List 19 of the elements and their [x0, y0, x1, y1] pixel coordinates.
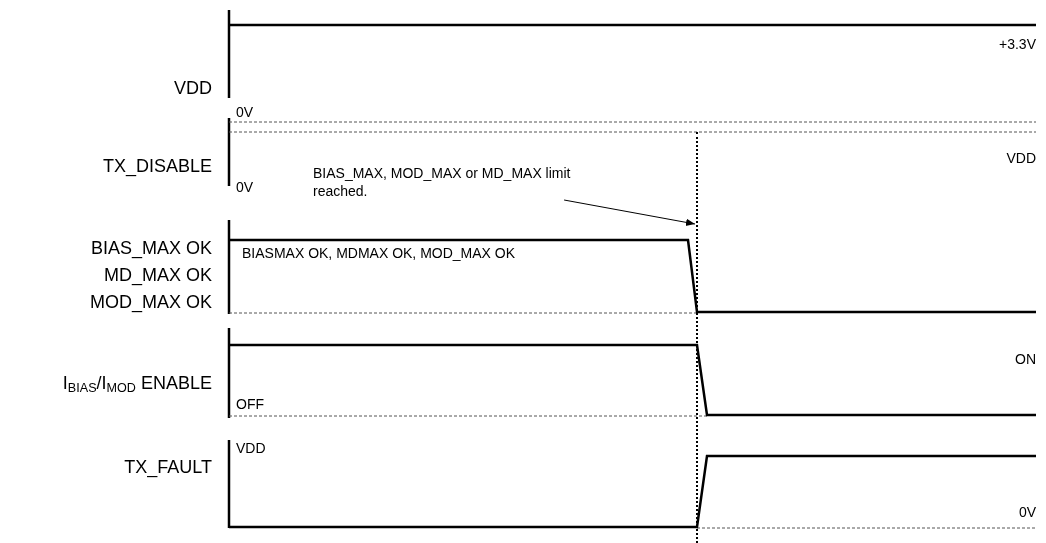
- signal-name: BIAS_MAX OK: [90, 239, 212, 257]
- level-label: +3.3V: [999, 37, 1036, 51]
- state-label: BIASMAX OK, MDMAX OK, MOD_MAX OK: [242, 246, 516, 260]
- signal-name: I$_{BIAS}$/I$_{MOD}$ ENABLE: [62, 374, 212, 392]
- annotation-text: BIAS_MAX, MOD_MAX or MD_MAX limit reached.: [313, 164, 583, 200]
- signal-name: VDD: [174, 79, 212, 97]
- level-label: VDD: [236, 441, 266, 455]
- level-label: OFF: [236, 397, 264, 411]
- signal-name: MD_MAX OK: [103, 266, 212, 284]
- leader-arrow: [563, 199, 696, 226]
- level-label: 0V: [1018, 505, 1036, 519]
- dotted-marker-line: [696, 132, 698, 543]
- signal-name: TX_FAULT: [124, 458, 212, 476]
- level-label: ON: [1015, 352, 1036, 366]
- level-label: VDD: [1006, 151, 1036, 165]
- signal-name: TX_DISABLE: [102, 157, 212, 175]
- level-label: 0V: [236, 105, 254, 119]
- signal-name: MOD_MAX OK: [89, 293, 212, 311]
- level-label: 0V: [236, 180, 254, 194]
